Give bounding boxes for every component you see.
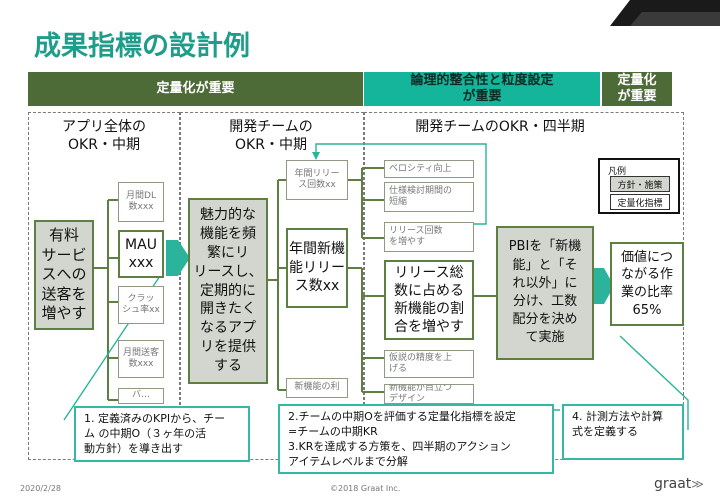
release-up-box: リリース回数 を増やす — [384, 222, 474, 252]
pbi-box: PBIを「新機 能」と「そ れ以外」に 分け、工数 配分を決め て実施 — [496, 226, 594, 360]
monthly-send-label: 月間送客 数xxx — [122, 347, 159, 369]
bottom-partial-box: バ… — [118, 388, 164, 404]
frame-dev-mid — [180, 112, 364, 460]
footer-date: 2020/2/28 — [20, 484, 62, 493]
band-logic: 論理的整合性と粒度設定 が重要 — [364, 72, 600, 106]
crash-label: クラッ シュ率xx — [122, 293, 160, 315]
brand-chevron-icon: ≫ — [691, 477, 704, 491]
band-quantification-2: 定量化 が重要 — [602, 72, 672, 106]
band-quant2-label: 定量化 が重要 — [617, 72, 657, 104]
goal-box: 有料 サービ スへの 送客を 増やす — [34, 220, 94, 330]
note-1: 1. 定義済みのKPIから、チー ム の中期O（３ヶ年の活 動方針）を導き出す — [74, 406, 250, 462]
column-header-dev: 開発チームの OKR・中期 — [229, 119, 313, 154]
column-header-quarter: 開発チームのOKR・四半期 — [415, 119, 585, 135]
annual-new-feature-box: 年間新機 能リリー ス数xx — [286, 228, 348, 308]
hypothesis-box: 仮説の精度を上 げる — [384, 350, 474, 378]
column-header-app: アプリ全体の OKR・中期 — [62, 119, 146, 154]
annual-release-box: 年間リリー ス回数xx — [286, 160, 348, 200]
spec-short-box: 仕様検討期間の 短縮 — [384, 182, 474, 212]
legend-title-inner: 凡例 — [608, 167, 627, 177]
monthly-dl-box: 月間DL 数xxx — [118, 182, 164, 222]
crash-box: クラッ シュ率xx — [118, 286, 164, 324]
legend-item-metric: 定量化指標 — [610, 194, 670, 210]
monthly-dl-label: 月間DL 数xxx — [126, 190, 156, 212]
note-2-3: 2.チームの中期Oを評価する定量化指標を設定 =チームの中期KR 3.KRを達成… — [278, 404, 554, 474]
objective-box: 魅力的な 機能を頻 繁にリ リースし、 定期的に 開きたく なるアプ リを提供 … — [188, 198, 268, 384]
page-title: 成果指標の設計例 — [34, 31, 250, 62]
mau-label: MAU xxx — [125, 236, 157, 271]
band-logic-label: 論理的整合性と粒度設定 が重要 — [410, 72, 554, 104]
footer-copyright: ©2018 Graat Inc. — [330, 484, 401, 493]
brand-logo-text: graat — [654, 476, 692, 492]
new-func-visible-box: 新機能が目立つ デザイン — [384, 384, 474, 404]
note-4: 4. 計測方法や計算 式を定義する — [562, 404, 684, 460]
value-ratio-box: 価値につ ながる作 業の比率 65% — [610, 242, 684, 326]
band-quantification: 定量化が重要 — [28, 72, 363, 106]
monthly-send-box: 月間送客 数xxx — [118, 340, 164, 378]
kr-box: リリース総 数に占める 新機能の割 合を増やす — [384, 260, 474, 340]
legend-item-policy: 方針・施策 — [610, 176, 670, 192]
brand-logo: graat≫ — [654, 476, 704, 492]
velocity-box: ベロシティ向上 — [384, 160, 474, 178]
legend: 凡例 方針・施策 定量化指標 — [598, 158, 680, 214]
annual-release-label: 年間リリー ス回数xx — [294, 168, 340, 190]
corner-decoration — [610, 0, 720, 26]
mau-box: MAU xxx — [118, 230, 164, 278]
new-function-partial-box: 新機能の利 — [286, 378, 348, 398]
